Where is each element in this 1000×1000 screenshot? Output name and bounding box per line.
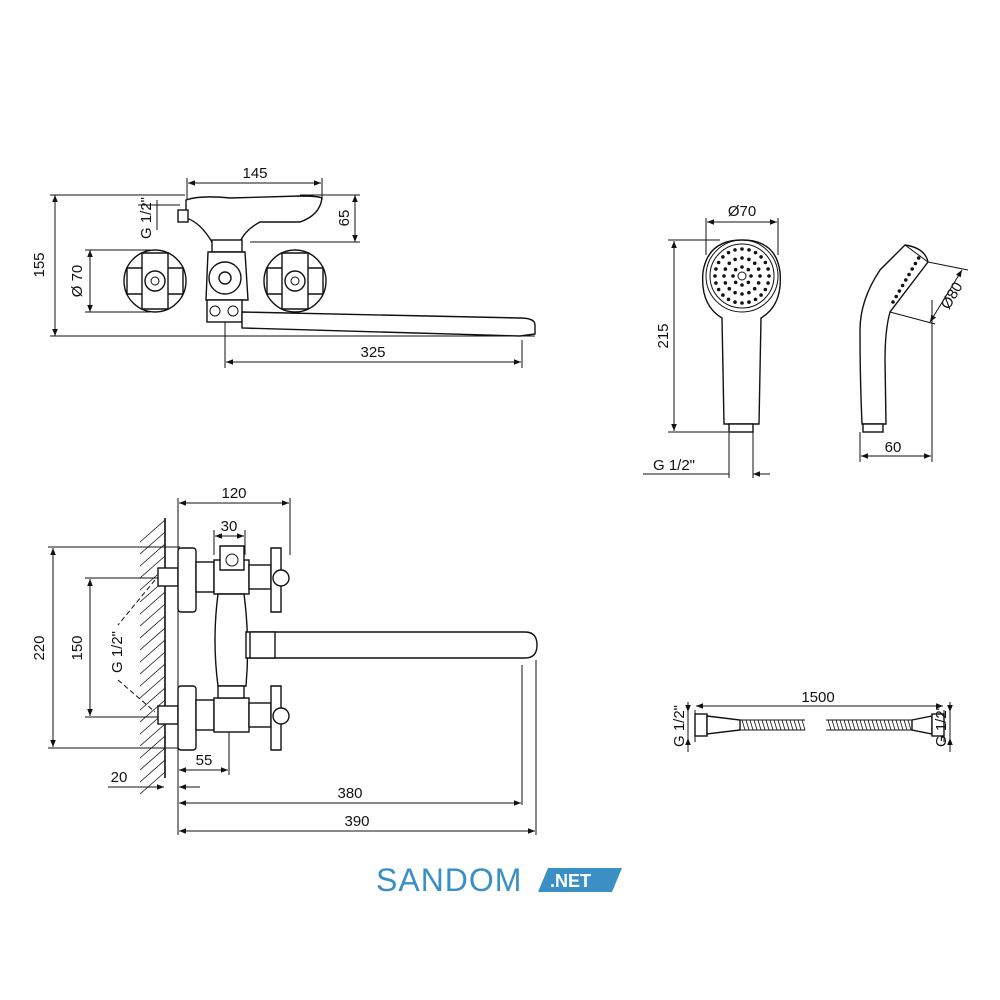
dim-length-145: 145: [242, 165, 267, 182]
dim-total-height-155: 155: [31, 252, 48, 277]
shower-nozzles: [713, 247, 771, 305]
dim-offset-20: 20: [111, 769, 128, 786]
dim-height-220: 220: [31, 635, 48, 660]
dim-depth-55: 55: [196, 752, 213, 769]
dim-side-thread: G 1/2": [109, 631, 126, 673]
faucet-side-view: 120 30 220 150 G 1/2" 55 20 380 390: [31, 485, 538, 835]
dim-shower-length: 215: [655, 323, 672, 348]
brand-suffix-badge: [538, 868, 622, 892]
dim-hose-thread-left: G 1/2": [671, 705, 688, 747]
faucet-front-view: 145 65 155 Ø 70 G 1/2" 325: [31, 165, 536, 368]
dim-hose-thread-right: G 1/2": [933, 705, 950, 747]
dim-hose-length: 1500: [801, 689, 834, 706]
brand-name: SANDOM: [376, 862, 522, 898]
dim-width-120: 120: [221, 485, 246, 502]
hand-shower-view: Ø70 215 G 1/2" Ø80 60: [643, 203, 969, 478]
dim-center-150: 150: [69, 635, 86, 660]
dim-reach-380: 380: [337, 785, 362, 802]
dim-height-65: 65: [336, 210, 353, 227]
dim-width-30: 30: [221, 518, 238, 535]
dim-inlet-thread: G 1/2": [138, 197, 155, 239]
dim-spout-325: 325: [360, 344, 385, 361]
shower-hose-view: 1500 G 1/2" G 1/2": [671, 689, 953, 752]
brand-logo: SANDOM .NET: [376, 862, 622, 898]
dim-shower-thread: G 1/2": [653, 457, 695, 474]
dim-total-390: 390: [344, 813, 369, 830]
dim-shower-depth: 60: [885, 439, 902, 456]
brand-suffix: .NET: [550, 871, 591, 891]
dim-flange-diameter: Ø 70: [69, 265, 86, 298]
dim-side-head-diameter: Ø80: [938, 279, 967, 312]
dim-head-diameter: Ø70: [728, 203, 756, 220]
